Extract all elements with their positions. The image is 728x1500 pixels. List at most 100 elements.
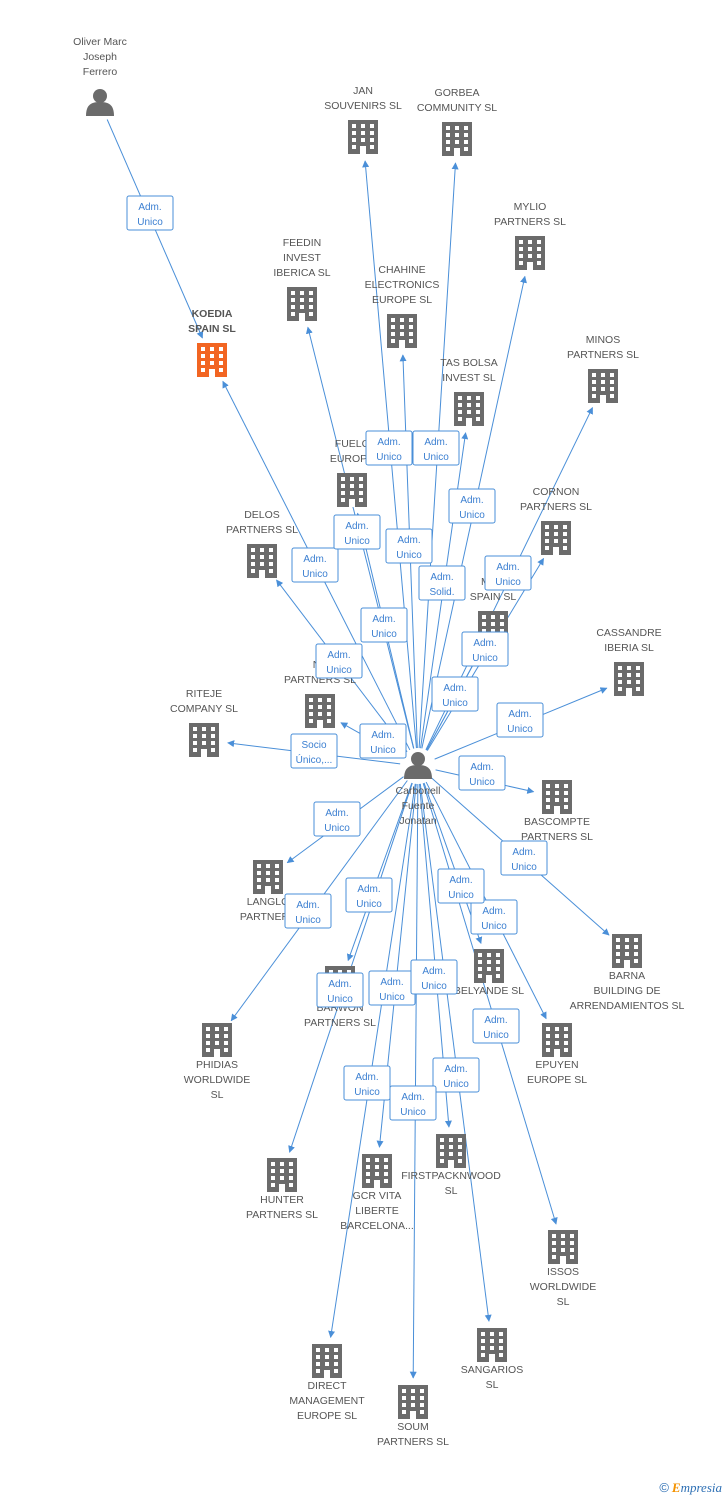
building-icon[interactable] <box>189 723 219 757</box>
edge-label-text: Adm. <box>484 1015 507 1026</box>
edge-label-cassandre: Adm.Unico <box>496 702 544 738</box>
building-icon[interactable] <box>477 1328 507 1362</box>
edge-label-text: Unico <box>295 915 321 926</box>
building-icon[interactable] <box>398 1385 428 1419</box>
edge-label-text: Unico <box>483 1030 509 1041</box>
node-label: WORLDWIDE <box>184 1074 251 1086</box>
node-label: ELECTRONICS <box>365 279 440 291</box>
edge-label-text: Adm. <box>345 521 368 532</box>
edge-label-riteje: SocioÚnico,... <box>290 733 338 769</box>
edge-label-text: Adm. <box>496 562 519 573</box>
edge-label-text: Unico <box>370 745 396 756</box>
edge-label-barna: Adm.Unico <box>470 899 518 935</box>
node-label: COMPANY SL <box>170 703 238 715</box>
edge-label-text: Unico <box>379 992 405 1003</box>
edge-carbonell-barwon <box>346 782 413 962</box>
building-icon[interactable] <box>387 314 417 348</box>
edge-label-text: Adm. <box>470 762 493 773</box>
building-icon[interactable] <box>474 949 504 983</box>
person-icon[interactable] <box>404 752 432 779</box>
building-icon[interactable] <box>436 1134 466 1168</box>
building-icon[interactable] <box>305 694 335 728</box>
building-icon[interactable] <box>548 1230 578 1264</box>
node-label: Joseph <box>83 51 117 63</box>
building-icon[interactable] <box>337 473 367 507</box>
edge-label-text: Unico <box>324 823 350 834</box>
edge-carbonell-issos <box>422 783 558 1225</box>
node-label: IBERICA SL <box>273 267 330 279</box>
edge-label-text: Unico <box>472 653 498 664</box>
building-icon[interactable] <box>541 521 571 555</box>
edge-label-text: Adm. <box>296 900 319 911</box>
edge-label-text: Adm. <box>397 535 420 546</box>
node-label: Ferrero <box>83 66 118 78</box>
building-icon[interactable] <box>247 544 277 578</box>
building-icon[interactable] <box>614 662 644 696</box>
empresia-watermark: ©Empresia <box>659 1480 722 1496</box>
building-icon[interactable] <box>442 122 472 156</box>
edge-label-text: Adm. <box>430 572 453 583</box>
building-icon[interactable] <box>515 236 545 270</box>
edge-label-text: Adm. <box>444 1064 467 1075</box>
node-label: PARTNERS SL <box>521 831 593 843</box>
building-icon[interactable] <box>362 1154 392 1188</box>
building-icon[interactable] <box>253 860 283 894</box>
building-icon[interactable] <box>454 392 484 426</box>
building-icon[interactable] <box>267 1158 297 1192</box>
building-icon[interactable] <box>197 343 227 377</box>
node-label: IBERIA SL <box>604 642 654 654</box>
building-icon[interactable] <box>542 1023 572 1057</box>
node-label: FIRSTPACKNWOOD <box>401 1170 501 1182</box>
edge-label-text: Adm. <box>377 437 400 448</box>
building-icon[interactable] <box>588 369 618 403</box>
edge-label-text: Adm. <box>482 906 505 917</box>
building-icon[interactable] <box>612 934 642 968</box>
edge-label-text: Adm. <box>443 683 466 694</box>
node-label: MANAGEMENT <box>289 1395 365 1407</box>
building-icon[interactable] <box>312 1344 342 1378</box>
edge-label-text: Adm. <box>327 650 350 661</box>
node-label: Carbonell <box>396 785 441 797</box>
edge-label-text: Unico <box>443 1079 469 1090</box>
node-label: INVEST SL <box>442 372 496 384</box>
building-icon[interactable] <box>287 287 317 321</box>
edge-label-text: Adm. <box>460 495 483 506</box>
building-icon[interactable] <box>348 120 378 154</box>
edge-label-text: Adm. <box>401 1092 424 1103</box>
node-label: CORNON <box>533 486 580 498</box>
node-belyande[interactable]: BELYANDE SL <box>454 949 524 997</box>
person-icon[interactable] <box>86 89 114 116</box>
edge-label-magn: Adm.Unico <box>360 607 408 643</box>
building-icon[interactable] <box>202 1023 232 1057</box>
edge-label-text: Unico <box>371 629 397 640</box>
edge-label-text: Unico <box>400 1107 426 1118</box>
node-gcr[interactable]: GCR VITALIBERTEBARCELONA... <box>340 1154 414 1232</box>
building-icon[interactable] <box>542 780 572 814</box>
